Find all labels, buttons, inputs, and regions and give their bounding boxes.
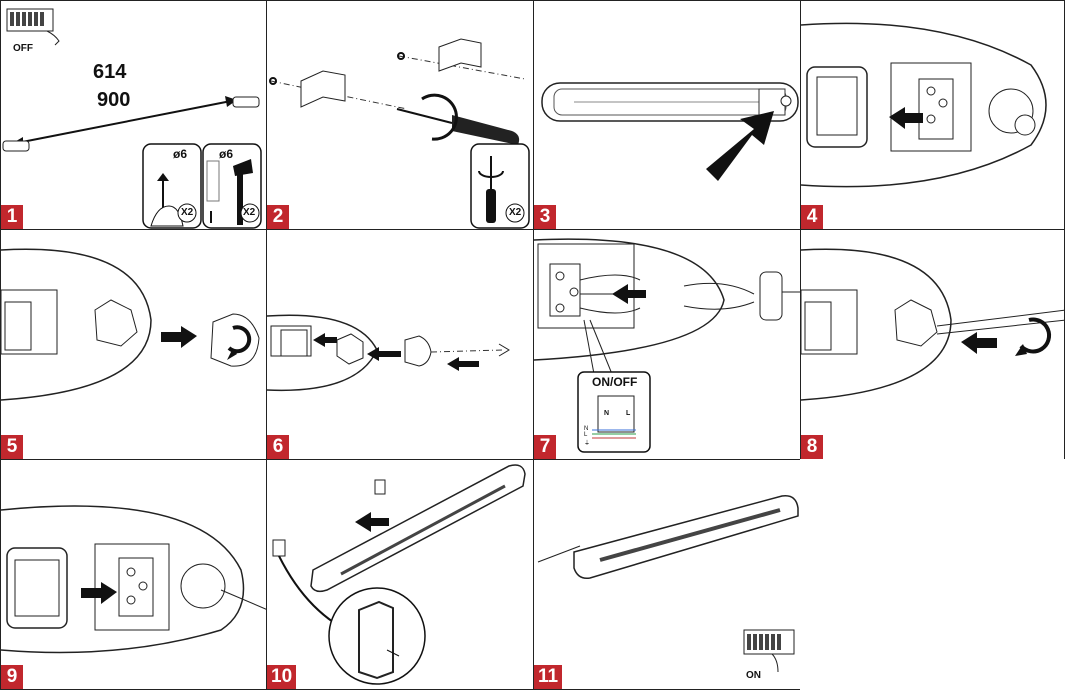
step-number-badge: 1	[1, 205, 23, 229]
step-number-badge: 4	[801, 205, 823, 229]
step-8-panel: 8	[800, 229, 1065, 460]
tighten-gland-diagram	[801, 248, 1064, 401]
arrow-left-icon	[313, 333, 337, 347]
step-number-badge: 11	[534, 665, 563, 689]
screwdriver-icon	[470, 143, 530, 229]
pointer-arrow-icon	[706, 111, 774, 181]
hammer-qty-label: X2	[243, 207, 256, 218]
switch-state-label: OFF	[13, 43, 33, 54]
dimension-arrow	[16, 100, 232, 144]
step-number-badge: 6	[267, 435, 289, 459]
remove-gland-diagram	[1, 248, 260, 401]
rotate-icon	[1015, 317, 1052, 356]
arrow-left-icon	[889, 107, 923, 129]
arrow-left-icon	[612, 284, 646, 304]
mounting-diagram	[2, 8, 262, 229]
mount-fixture-diagram	[272, 464, 526, 685]
open-fixture-diagram	[541, 82, 799, 181]
screwdriver-icon	[396, 93, 520, 145]
wire-label: L	[584, 432, 588, 438]
drill-icon	[142, 143, 202, 229]
finished-fixture-diagram	[537, 495, 799, 673]
terminal-detail-icon	[577, 371, 651, 453]
arrow-right-icon	[81, 582, 117, 604]
bracket-detail-icon	[328, 587, 426, 685]
arrow-left-icon	[447, 357, 479, 371]
step-10-panel: 10	[266, 459, 534, 690]
fixture-icon	[310, 464, 526, 593]
fixture-icon	[573, 495, 799, 580]
step-number-badge: 7	[534, 435, 556, 459]
breaker-switch-icon	[6, 8, 60, 46]
terminal-cover-diagram	[801, 22, 1047, 188]
step-7-panel: ON/OFF N L N L ⏚ 7	[533, 229, 801, 460]
bracket-fixing-diagram	[269, 38, 530, 229]
close-cover-diagram	[1, 505, 266, 654]
arrow-left-icon	[355, 512, 389, 532]
step-2-panel: X2 2	[266, 0, 534, 230]
rotate-icon	[227, 325, 252, 360]
switch-state-label: ON/OFF	[592, 375, 638, 389]
step-number-badge: 10	[267, 665, 297, 689]
wire-label: N	[584, 426, 589, 432]
switch-state-label: ON	[746, 670, 761, 681]
wiring-diagram	[534, 238, 800, 453]
step-number-badge: 2	[267, 205, 289, 229]
step-6-panel: 6	[266, 229, 534, 460]
step-3-panel: 3	[533, 0, 801, 230]
step-number-badge: 3	[534, 205, 556, 229]
arrow-right-icon	[161, 326, 197, 348]
step-number-badge: 5	[1, 435, 23, 459]
dimension-top-label: 614	[93, 61, 127, 83]
arrow-left-icon	[367, 347, 401, 361]
step-4-panel: 4	[800, 0, 1065, 230]
screwdriver-qty-label: X2	[509, 207, 522, 218]
terminal-n-label: N	[604, 410, 610, 417]
cable-insertion-diagram	[267, 314, 510, 392]
hammer-size-label: ø6	[219, 147, 234, 161]
step-5-panel: 5	[0, 229, 267, 460]
step-number-badge: 8	[801, 435, 823, 459]
step-9-panel: 9	[0, 459, 267, 690]
drill-size-label: ø6	[173, 147, 188, 161]
breaker-switch-icon	[743, 629, 795, 673]
step-1-panel: OFF 614 900 ø6 X2 ø6 X2 1	[0, 0, 267, 230]
dimension-bottom-label: 900	[97, 89, 131, 111]
bracket-icon	[300, 38, 482, 108]
arrow-left-icon	[961, 332, 997, 354]
fixture-icon	[541, 82, 799, 122]
terminal-l-label: L	[626, 410, 631, 417]
step-11-panel: ON 11	[533, 459, 801, 690]
drill-qty-label: X2	[181, 207, 194, 218]
step-number-badge: 9	[1, 665, 23, 689]
wire-label: ⏚	[584, 441, 591, 447]
empty-panel	[800, 459, 1065, 690]
hammer-icon	[202, 143, 262, 229]
wall-plug-icon	[2, 96, 260, 152]
